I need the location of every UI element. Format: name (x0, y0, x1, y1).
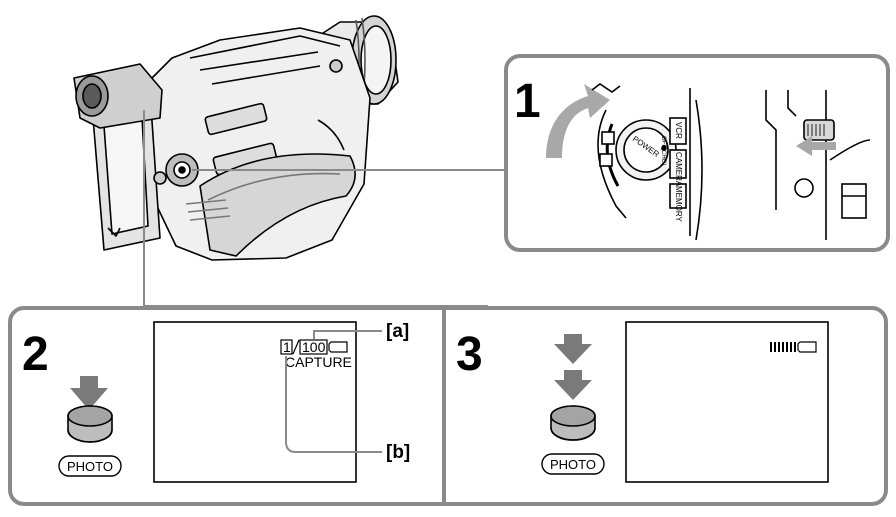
callout-a: [a] (386, 321, 409, 342)
step3-section: 3 PHOTO (456, 321, 829, 483)
photo-label-box-step2 (58, 455, 122, 477)
press-fully-arrow-icon-top (554, 334, 592, 364)
lock-slider-closeup (765, 90, 871, 240)
photo-label-box-step3 (541, 453, 605, 475)
camcorder-mode-dial (153, 153, 199, 187)
slide-left-arrow-icon (796, 136, 836, 156)
callout-b: [b] (386, 442, 410, 463)
photo-label-step2: PHOTO (67, 459, 113, 474)
counter-slash (292, 339, 300, 355)
dial-label-vcr: VCR (674, 122, 683, 139)
dial-label-camera: CAMERA (674, 152, 683, 187)
callout-line-b (285, 356, 382, 453)
camcorder-grip-strap (199, 153, 356, 257)
callout-line-a (313, 330, 382, 339)
step2-section: 2 PHOTO 1 100 CAPTURE [a] [b] (22, 321, 410, 483)
power-dial-closeup (591, 83, 703, 241)
step1-panel: 1 POWER VCR OFF(CHG) CAMERA MEMORY (504, 54, 890, 252)
total-frames-box (299, 339, 328, 355)
recording-progress-bar-icon (770, 342, 796, 352)
step2-number: 2 (22, 328, 49, 381)
camcorder-viewfinder (73, 63, 163, 129)
lcd-status-capture: CAPTURE (285, 354, 352, 370)
photo-button-step2 (67, 405, 113, 443)
memory-stick-icon (328, 341, 348, 353)
memory-stick-icon-step3 (797, 341, 817, 353)
lcd-frame-counter: 1 (283, 339, 291, 355)
rotate-dial-arrow-icon (546, 84, 610, 158)
lcd-total-frames: 100 (302, 339, 326, 355)
step3-number: 3 (456, 328, 483, 381)
dial-label-memory: MEMORY (674, 186, 683, 223)
press-down-arrow-icon (70, 376, 108, 410)
photo-label-step3: PHOTO (550, 457, 596, 472)
frame-counter-box (280, 339, 293, 355)
press-fully-arrow-icon-bottom (554, 370, 592, 400)
dial-label-off-chg: OFF(CHG) (660, 136, 666, 165)
camcorder-illustration (73, 15, 399, 261)
photo-button-step3 (550, 405, 596, 441)
step1-number: 1 (514, 75, 541, 128)
